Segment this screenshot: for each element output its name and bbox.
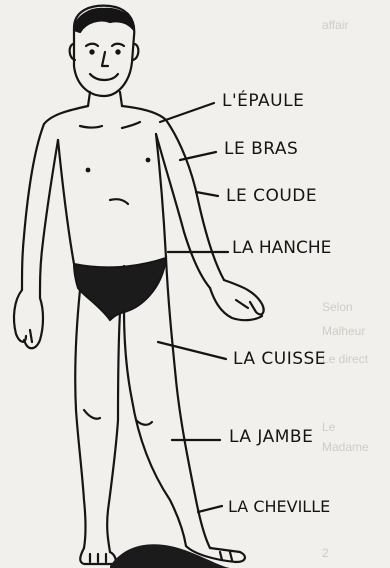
label-leg: LA JAMBE [229,427,313,447]
label-shoulder: L'ÉPAULE [222,91,304,111]
label-thigh: LA CUISSE [233,349,326,369]
head [70,6,139,96]
leader-line-shoulder [160,103,214,122]
label-elbow: LE COUDE [226,186,317,206]
leader-line-thigh [158,342,226,359]
leader-line-elbow [196,192,218,196]
right-arm [14,124,58,348]
leader-line-ankle [198,506,222,512]
label-arm: LE BRAS [224,139,298,159]
torso [44,92,166,271]
briefs [74,258,166,320]
label-ankle: LA CHEVILLE [228,497,330,516]
label-hip: LA HANCHE [232,238,331,258]
